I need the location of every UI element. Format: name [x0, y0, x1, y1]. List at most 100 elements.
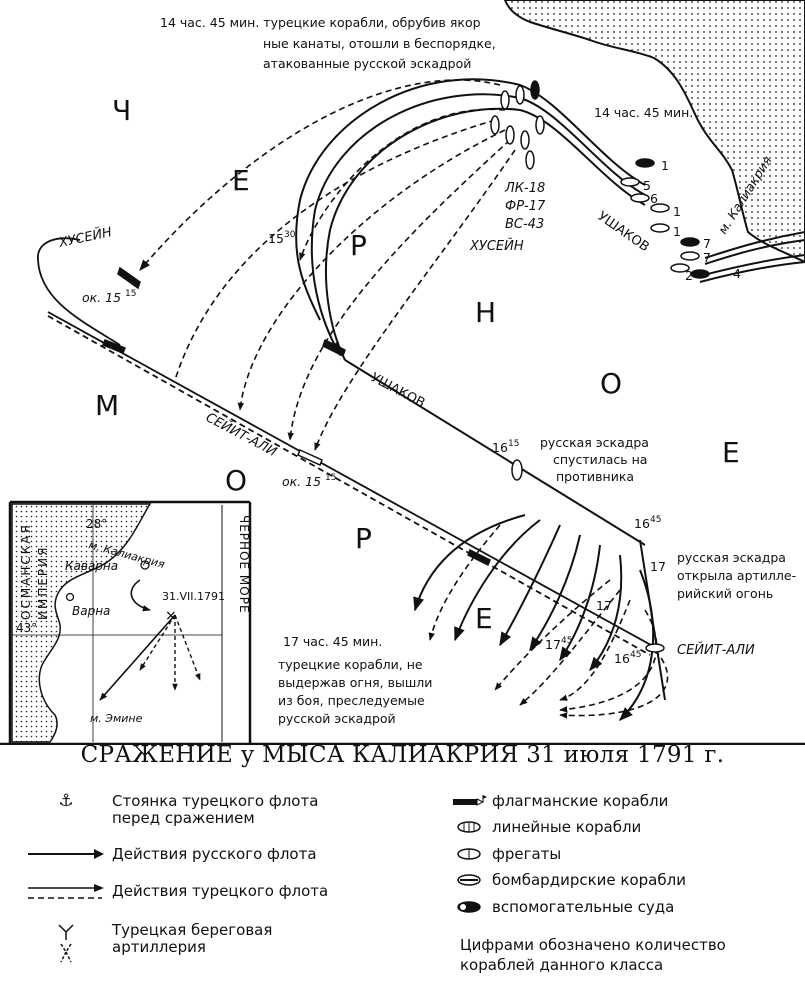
note-line: выдержав огня, вышли [278, 675, 432, 690]
time-sup: 45 [561, 636, 572, 646]
legend-note-line: кораблей данного класса [460, 956, 664, 974]
turkish-line [37, 237, 661, 656]
legend-label: Стоянка турецкого флота перед сражением [112, 792, 319, 827]
legend-turkish: Действия турецкого флота [20, 883, 328, 903]
double-arrow-icon [28, 884, 104, 899]
time-label: 17 [650, 559, 666, 574]
turk-count: ВС-43 [505, 217, 544, 232]
time-sup: 15 [125, 289, 136, 299]
top-note-line: 14 час. 45 мин. турецкие корабли, обруби… [160, 15, 481, 30]
time-label: ок. 15 [82, 290, 121, 305]
sea-letter: О [225, 464, 247, 497]
time-sup: 15 [325, 473, 336, 483]
flagship-icon [453, 795, 487, 806]
ship-count: 1 [661, 158, 669, 173]
legend-label: линейные корабли [492, 818, 642, 836]
note-line: рийский огонь [677, 586, 773, 601]
legend-label: фрегаты [492, 845, 562, 863]
note-line: 17 час. 45 мин. [283, 634, 382, 649]
legend-note: Цифрами обозначено количество кораблей д… [460, 935, 726, 975]
legend-russian: Действия русского флота [20, 846, 317, 863]
solid-arrow-icon [28, 849, 104, 859]
time-sup: 45 [650, 515, 661, 525]
time-label: 14 час. 45 мин. [594, 105, 693, 120]
legend-label: вспомогательные суда [492, 898, 675, 916]
ushakov-label-2: УШАКОВ [368, 370, 427, 411]
frigate-icon [457, 848, 481, 860]
note-line: из боя, преследуемые [278, 693, 425, 708]
note-line: спустилась на [553, 452, 647, 467]
inset-varna: Варна [72, 604, 110, 618]
ship-count: 1 [673, 204, 681, 219]
time-label: 16 [614, 651, 630, 666]
sea-letter: Р [355, 522, 372, 555]
time-label: 16 [634, 516, 650, 531]
husein-label: ХУСЕЙН [469, 238, 524, 254]
note-line: русская эскадра [540, 435, 649, 450]
bomb-ship-icon [457, 874, 481, 886]
shore-artillery-icon [58, 924, 74, 963]
time-label: 17 [545, 637, 561, 652]
ship-count: 7 [703, 250, 711, 265]
top-note-line: атакованные русской эскадрой [263, 56, 471, 71]
time-sup: 45 [630, 650, 641, 660]
inset-lat: 43° [16, 621, 37, 635]
inset-date: 31.VII.1791 [162, 590, 225, 603]
coastline [503, 0, 805, 264]
time-label: ок. 15 [282, 474, 321, 489]
ship-count: 4 [733, 266, 741, 281]
ship-count: 1 [673, 224, 681, 239]
ship-count: 5 [643, 178, 651, 193]
legend-frigate: фрегаты [446, 845, 561, 863]
legend-anchorage: ⚓ Стоянка турецкого флота перед сражение… [20, 793, 342, 827]
inset-empire: ИМПЕРИЯ [36, 546, 50, 621]
ship-count: 7 [703, 236, 711, 251]
engagement-arrows [413, 514, 655, 721]
legend-flagship: флагманские корабли [446, 792, 668, 810]
inset-emine: м. Эмине [90, 712, 143, 725]
russian-ships [511, 158, 710, 653]
legend-ship-of-line: линейные корабли [446, 818, 641, 836]
ship-of-line-icon [457, 821, 481, 833]
sea-letter: Р [350, 229, 367, 262]
legend-label: Турецкая береговая артиллерия [112, 921, 273, 956]
auxiliary-ship-icon [457, 901, 481, 913]
ship-count: 6 [650, 191, 658, 206]
turkish-escape-arrows [428, 524, 669, 719]
ship-count: 2 [685, 268, 693, 283]
svg-text:×: × [165, 608, 177, 624]
inset-kavarna: Каварна [65, 559, 118, 573]
time-label: 16 [492, 440, 508, 455]
turk-count: ФР-17 [505, 199, 546, 214]
seit-ali-label: СЕЙИТ-АЛИ [203, 409, 279, 460]
inset-lon: 28° [86, 517, 107, 531]
sea-letter: Ч [112, 94, 131, 127]
anchor-icon: ⚓ [58, 791, 74, 811]
ushakov-label: УШАКОВ [595, 209, 652, 255]
inset-map: × ОСМАНСКАЯ ИМПЕРИЯ ЧЕРНОЕ МОРЕ 28° 43° … [11, 503, 251, 743]
sea-letter: Е [232, 164, 250, 197]
russian-arcs [295, 78, 646, 361]
legend-label: Действия турецкого флота [112, 882, 329, 900]
battle-map: Ч Е Р Н О Е М О Р Е 14 час. 45 мин. туре… [0, 0, 805, 745]
husein-label-2: ХУСЕЙН [57, 224, 114, 251]
top-note-line: ные канаты, отошли в беспорядке, [263, 36, 496, 51]
seit-ali-label-2: СЕЙИТ-АЛИ [677, 642, 755, 658]
time-label: 15 [268, 231, 284, 246]
turkish-ships-cluster [490, 80, 545, 170]
inset-ottoman: ОСМАНСКАЯ [19, 523, 33, 620]
flagships [102, 266, 491, 567]
legend-note-line: Цифрами обозначено количество [460, 936, 726, 954]
legend-shore-artillery: Турецкая береговая артиллерия [20, 922, 342, 964]
russian-line [344, 359, 666, 701]
legend-label: Действия русского флота [112, 845, 317, 863]
legend-bomb-ship: бомбардирские корабли [446, 871, 686, 889]
note-line: русской эскадрой [278, 711, 396, 726]
note-line: открыла артилле- [677, 568, 796, 583]
sea-letter: М [95, 389, 119, 422]
map-title: СРАЖЕНИЕ у МЫСА КАЛИАКРИЯ 31 июля 1791 г… [80, 742, 725, 768]
time-label: 17 [596, 598, 612, 613]
sea-name: Ч Е Р Н О Е М О Р Е [95, 94, 740, 635]
note-line: русская эскадра [677, 550, 786, 565]
inset-black-sea: ЧЕРНОЕ МОРЕ [237, 515, 251, 614]
